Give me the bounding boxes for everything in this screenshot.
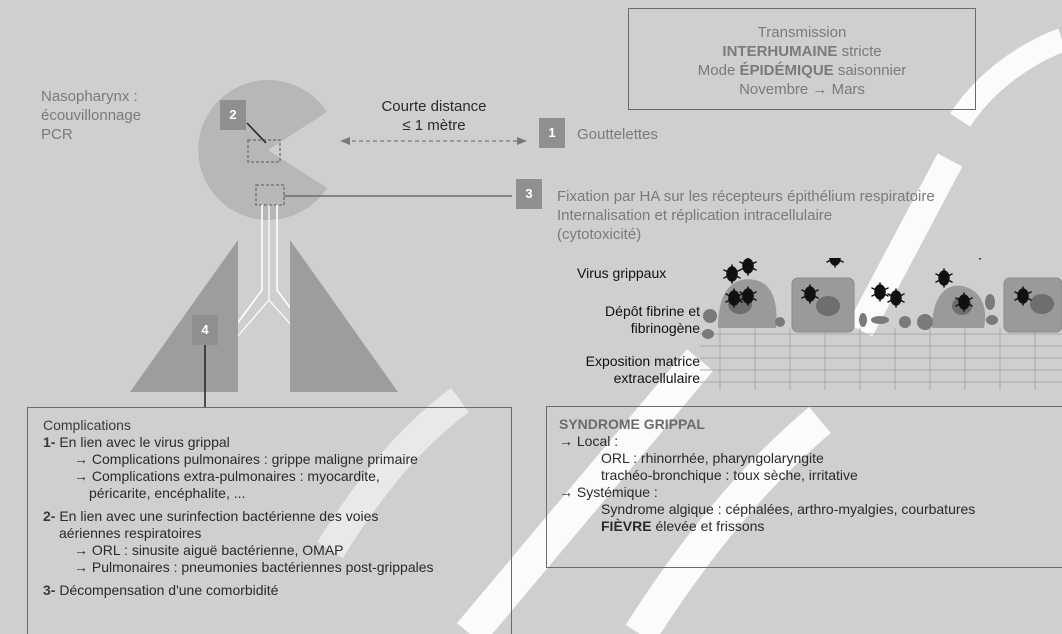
trachea-marker: [255, 184, 285, 206]
distance-label: Courte distance ≤ 1 mètre: [381, 98, 487, 134]
syndrome-orl: ORL : rhinorrhée, pharyngolaryngite: [601, 450, 824, 466]
transmission-box: Transmission INTERHUMAINE stricte Mode É…: [628, 8, 976, 110]
epithelium-diagram: [700, 258, 1062, 390]
left-lung: [130, 240, 238, 392]
complication-item: → Pulmonaires : pneumonies bactériennes …: [74, 559, 434, 575]
complication-item: → Complications pulmonaires : grippe mal…: [74, 451, 418, 467]
right-lung: [290, 240, 398, 392]
transmission-epidemique: ÉPIDÉMIQUE: [739, 62, 834, 79]
complication-item: péricarite, encéphalite, ...: [89, 485, 246, 501]
complication-item: 1- En lien avec le virus grippal: [43, 434, 230, 450]
step-2-badge: 2: [220, 100, 246, 130]
syndrome-fievre: FIÈVRE élevée et frissons: [601, 518, 765, 534]
syndrome-tracheo: trachéo-bronchique : toux sèche, irritat…: [601, 467, 858, 483]
virus-label: Virus grippaux: [577, 265, 667, 281]
complications-title: Complications: [43, 417, 131, 433]
step-4-badge: 4: [192, 315, 218, 345]
complication-item: aériennes respiratoires: [59, 525, 202, 541]
complication-item: 3- Décompensation d'une comorbidité: [43, 582, 279, 598]
syndrome-box: SYNDROME GRIPPAL → Local : ORL : rhinorr…: [546, 406, 1062, 568]
step-3-text: Fixation par HA sur les récepteurs épith…: [557, 188, 935, 243]
syndrome-systemique: → Systémique :: [559, 484, 658, 500]
transmission-season: Novembre → Mars: [739, 81, 865, 98]
step-1-badge: 1: [539, 118, 565, 148]
head-shape: [198, 79, 327, 221]
fibrin-label: Dépôt fibrine et fibrinogène: [605, 303, 700, 336]
droplets-label: Gouttelettes: [577, 126, 658, 143]
complication-item: → ORL : sinusite aiguë bactérienne, OMAP: [74, 542, 344, 558]
syndrome-title: SYNDROME GRIPPAL: [559, 416, 705, 432]
syndrome-local: → Local :: [559, 433, 619, 449]
complications-box: Complications 1- En lien avec le virus g…: [27, 407, 512, 634]
complication-item: → Complications extra-pulmonaires : myoc…: [74, 468, 380, 484]
nasopharynx-label: Nasopharynx : écouvillonnage PCR: [41, 88, 142, 143]
step-3-badge: 3: [516, 179, 542, 209]
transmission-title: Transmission: [757, 24, 847, 41]
syndrome-algique: Syndrome algique : céphalées, arthro-mya…: [601, 501, 976, 517]
complication-item: 2- En lien avec une surinfection bactéri…: [43, 508, 379, 524]
matrix-label: Exposition matrice extracellulaire: [585, 353, 700, 386]
transmission-interhumaine: INTERHUMAINE: [722, 43, 838, 60]
